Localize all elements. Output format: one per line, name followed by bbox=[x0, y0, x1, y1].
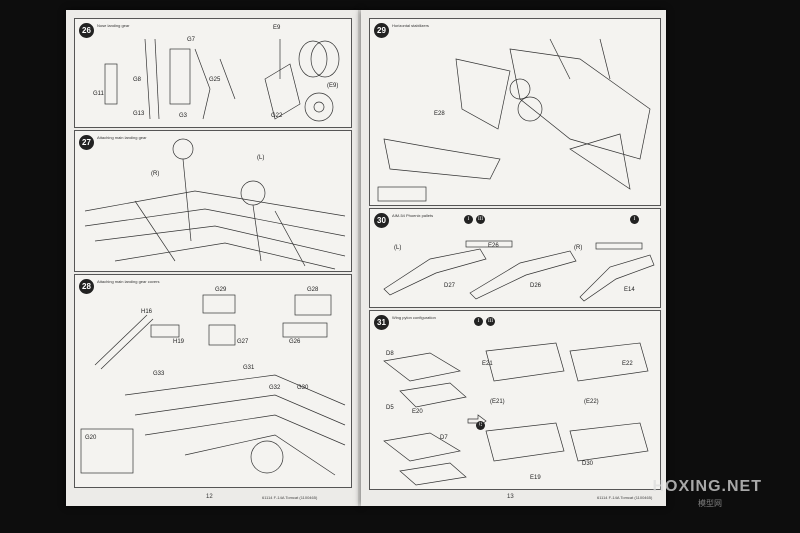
roman-numeral-badge: I bbox=[630, 215, 639, 224]
side-label: (R) bbox=[151, 171, 160, 177]
step-28-panel: 28 Attaching main landing gear covers G2… bbox=[74, 274, 352, 488]
part-label: (E21) bbox=[490, 399, 505, 405]
part-label: D7 bbox=[440, 435, 448, 441]
part-label: G3 bbox=[179, 113, 188, 119]
part-label: E20 bbox=[412, 409, 423, 415]
step-26-panel: 26 Nose landing gear E9 G7 G8 G13 G11 G2… bbox=[74, 18, 352, 128]
part-label: G8 bbox=[133, 77, 142, 83]
part-label: E26 bbox=[488, 243, 499, 249]
step-number: 30 bbox=[374, 213, 389, 228]
nose-gear-drawing bbox=[104, 38, 340, 122]
step-title: Wing pylon configuration bbox=[392, 315, 436, 320]
part-label: G20 bbox=[85, 435, 97, 441]
right-page: 29 Horizontal stabilizers E28 30 AIM-54 … bbox=[361, 10, 666, 506]
side-label: (R) bbox=[574, 245, 583, 251]
part-label: E14 bbox=[624, 287, 635, 293]
part-label: G33 bbox=[153, 371, 165, 377]
part-label: (E22) bbox=[584, 399, 599, 405]
side-label: (L) bbox=[257, 155, 265, 161]
step-title: Nose landing gear bbox=[97, 23, 130, 28]
side-label: (L) bbox=[394, 245, 402, 251]
step-number: 31 bbox=[374, 315, 389, 330]
left-page: 26 Nose landing gear E9 G7 G8 G13 G11 G2… bbox=[66, 10, 361, 506]
step-30-panel: 30 AIM-54 Phoenix pallets I III I (L) (R… bbox=[369, 208, 661, 308]
part-label: G25 bbox=[209, 77, 221, 83]
part-label: D8 bbox=[386, 351, 394, 357]
step-29-panel: 29 Horizontal stabilizers E28 bbox=[369, 18, 661, 206]
part-label: (E9) bbox=[327, 83, 339, 89]
part-label: G29 bbox=[215, 287, 227, 293]
part-label: D26 bbox=[530, 283, 542, 289]
part-label: G28 bbox=[307, 287, 319, 293]
part-label: G32 bbox=[269, 385, 281, 391]
part-label: D5 bbox=[386, 405, 394, 411]
main-gear-drawing bbox=[84, 138, 346, 270]
part-label: G11 bbox=[93, 91, 104, 97]
part-label: E9 bbox=[273, 25, 281, 31]
roman-numeral-badge: III bbox=[476, 215, 485, 224]
roman-numeral-badge: I bbox=[474, 317, 483, 326]
part-label: D27 bbox=[444, 283, 456, 289]
part-label: E19 bbox=[530, 475, 541, 481]
step-number: 28 bbox=[79, 279, 94, 294]
gear-covers-drawing bbox=[80, 294, 346, 476]
part-label: G7 bbox=[187, 37, 196, 43]
step-title: Attaching main landing gear covers bbox=[97, 279, 160, 284]
roman-numeral-badge: I bbox=[464, 215, 473, 224]
pylon-drawing bbox=[383, 342, 649, 486]
phoenix-pallet-drawing bbox=[383, 240, 655, 302]
part-label: G30 bbox=[297, 385, 309, 391]
page-number: 12 bbox=[206, 494, 213, 500]
watermark: HOXING.NET bbox=[652, 478, 762, 495]
part-label: H16 bbox=[141, 309, 153, 315]
watermark-subtitle: 模型网 bbox=[698, 499, 722, 508]
step-31-panel: 31 Wing pylon configuration I III II D8 … bbox=[369, 310, 661, 490]
step-number: 26 bbox=[79, 23, 94, 38]
page-footer: 61114 F-14A Tomcat (1100465) bbox=[597, 495, 653, 500]
stabilizer-drawing bbox=[377, 38, 651, 202]
roman-numeral-badge: III bbox=[486, 317, 495, 326]
step-title: Attaching main landing gear bbox=[97, 135, 147, 140]
instruction-spread: 26 Nose landing gear E9 G7 G8 G13 G11 G2… bbox=[66, 10, 666, 506]
part-label: E22 bbox=[622, 361, 633, 367]
step-number: 29 bbox=[374, 23, 389, 38]
part-label: E21 bbox=[482, 361, 493, 367]
page-number: 13 bbox=[507, 494, 514, 500]
part-label: G26 bbox=[289, 339, 301, 345]
part-label: D30 bbox=[582, 461, 594, 467]
part-label: G13 bbox=[133, 111, 145, 117]
step-title: AIM-54 Phoenix pallets bbox=[392, 213, 434, 218]
step-27-panel: 27 Attaching main landing gear (R) (L) bbox=[74, 130, 352, 272]
part-label: G22 bbox=[271, 113, 283, 119]
part-label: H19 bbox=[173, 339, 185, 345]
part-label: G27 bbox=[237, 339, 249, 345]
step-title: Horizontal stabilizers bbox=[392, 23, 429, 28]
part-label: E28 bbox=[434, 111, 445, 117]
step-number: 27 bbox=[79, 135, 94, 150]
page-footer: 61114 F-14A Tomcat (1100465) bbox=[262, 495, 318, 500]
part-label: G31 bbox=[243, 365, 255, 371]
